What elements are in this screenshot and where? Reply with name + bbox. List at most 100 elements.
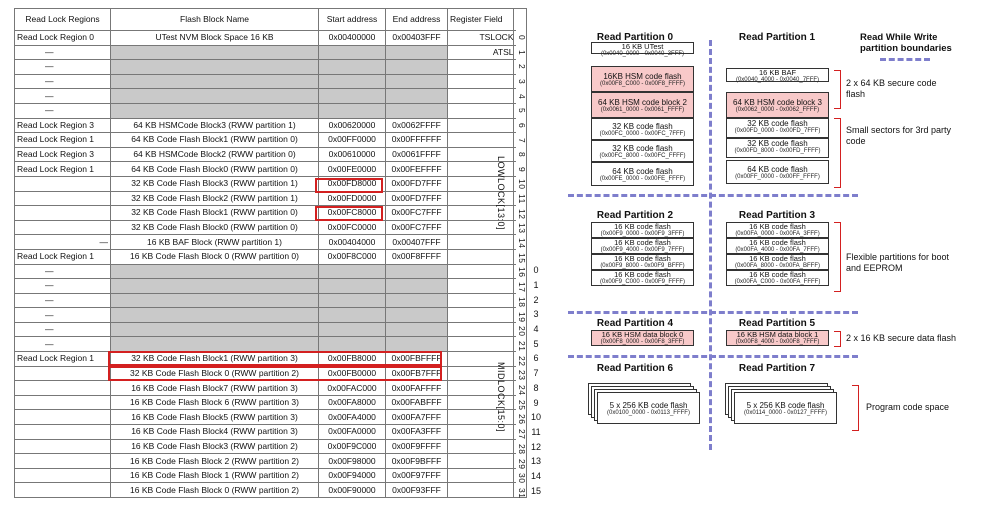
bit-number: 17: [517, 282, 527, 293]
bracket: [852, 385, 859, 431]
midlock-bit-number: 0: [533, 265, 539, 276]
flash-block-label: 16 KB HSM data block 1: [736, 330, 819, 339]
cell-start: 0x00400000: [318, 30, 386, 46]
table-row: —: [14, 307, 516, 323]
cell-field: ATSL: [447, 44, 516, 61]
flash-block: 32 KB code flash(0x00FC_8000 - 0x00FC_FF…: [591, 140, 694, 162]
cell-end: 0x00FC7FFF: [385, 205, 448, 221]
cell-field: TSLOCK: [447, 30, 516, 46]
note-program: Program code space: [866, 402, 950, 412]
highlight-box: [108, 351, 442, 366]
cell-region: —: [14, 44, 111, 61]
flash-block-address: (0x0040_0000 - 0x0040_3FFF): [600, 51, 685, 57]
bit-number: 7: [517, 137, 527, 143]
bit-number: 22: [517, 355, 527, 367]
flash-block-address: (0x00F8_C000 - 0x00F8_FFFF): [599, 81, 686, 87]
bit-number: 15: [517, 252, 527, 264]
cell-end: [385, 88, 448, 104]
cell-region: Read Lock Region 1: [14, 161, 111, 177]
cell-end: 0x00F8FFFF: [385, 248, 448, 265]
cell-end: [385, 292, 448, 309]
cell-region: —: [14, 321, 111, 338]
flash-block-address: (0x0100_0000 - 0x0113_FFFF): [607, 410, 690, 416]
cell-region: —: [14, 278, 111, 294]
cell-field: [447, 88, 516, 104]
flash-block-address: (0x00F9_8000 - 0x00F9_BFFF): [600, 263, 685, 269]
cell-name: 16 KB BAF Block (RWW partition 1): [110, 234, 319, 250]
highlight-box: [315, 178, 383, 193]
flash-block-address: (0x00FD_8000 - 0x00FD_FFFF): [734, 148, 821, 154]
cell-end: [385, 321, 448, 338]
midlock-bit-number: 13: [530, 456, 541, 467]
table-row: —: [14, 336, 516, 353]
legend-dash: [880, 58, 930, 61]
cell-end: [385, 73, 448, 90]
flash-block-address: (0x0062_0000 - 0x0062_FFFF): [735, 107, 820, 113]
cell-region: [14, 467, 111, 484]
flash-block: 5 x 256 KB code flash(0x0100_0000 - 0x01…: [597, 392, 700, 424]
cell-end: 0x00FAFFFF: [385, 380, 448, 396]
cell-region: [14, 438, 111, 455]
cell-name: 16 KB Code Flash Block3 (RWW partition 2…: [110, 438, 319, 455]
cell-name: [110, 59, 319, 75]
cell-region: —: [14, 59, 111, 75]
midlock-bit-number: 15: [530, 485, 541, 496]
cell-start: 0x00FF0000: [318, 132, 386, 148]
midlock-bit-number: 5: [533, 338, 539, 349]
table-row: 16 KB Code Flash Block4 (RWW partition 3…: [14, 424, 516, 440]
flash-block: 64 KB code flash(0x00FE_0000 - 0x00FE_FF…: [591, 162, 694, 186]
flash-block-label: 64 KB code flash: [612, 167, 673, 176]
flash-block-address: (0x00FC_8000 - 0x00FC_FFFF): [599, 153, 686, 159]
cell-region: [14, 409, 111, 426]
table-row: 32 KB Code Flash Block1 (RWW partition 0…: [14, 205, 516, 221]
flash-block-address: (0x00FA_C000 - 0x00FA_FFFF): [734, 279, 821, 285]
flash-block-address: (0x00F9_0000 - 0x00F9_3FFF): [600, 231, 685, 237]
note-secure-code: 2 x 64 KB secure code flash: [846, 78, 937, 99]
cell-field: [447, 59, 516, 75]
table-row: 16 KB Code Flash Block 1 (RWW partition …: [14, 467, 516, 484]
cell-region: Read Lock Region 1: [14, 351, 111, 367]
flash-block-address: (0x00FA_8000 - 0x00FA_BFFF): [734, 263, 821, 269]
table-row: 32 KB Code Flash Block0 (RWW partition 0…: [14, 219, 516, 236]
cell-end: 0x00FD7FFF: [385, 175, 448, 192]
cell-name: [110, 278, 319, 294]
flash-block-label: 5 x 256 KB code flash: [746, 401, 825, 410]
cell-region: [14, 424, 111, 440]
midlock-bit-number: 3: [533, 309, 539, 320]
flash-block: 16 KB code flash(0x00F9_C000 - 0x00F9_FF…: [591, 270, 694, 286]
cell-start: [318, 59, 386, 75]
flash-block: 64 KB HSM code block 2(0x0061_0000 - 0x0…: [591, 92, 694, 118]
flash-block: 16 KB BAF(0x0040_4000 - 0x0040_7FFF): [726, 68, 829, 83]
bit-number: 21: [517, 340, 527, 352]
cell-region: Read Lock Region 1: [14, 132, 111, 148]
cell-end: 0x00F97FFF: [385, 467, 448, 484]
midlock-bit-number: 12: [530, 441, 541, 452]
flash-block: 16 KB code flash(0x00FA_8000 - 0x00FA_BF…: [726, 254, 829, 270]
partition-title: Read Partition 0: [596, 32, 674, 43]
bit-number: 29: [517, 458, 527, 470]
cell-region: —: [14, 307, 111, 323]
table-row: —: [14, 278, 516, 294]
flash-block-address: (0x00FE_0000 - 0x00FE_FFFF): [599, 176, 686, 182]
cell-start: 0x00F94000: [318, 467, 386, 484]
cell-start: 0x00404000: [318, 234, 386, 250]
cell-name: [110, 102, 319, 119]
partition-title: Read Partition 3: [738, 210, 816, 221]
cell-name: 16 KB Code Flash Block 1 (RWW partition …: [110, 467, 319, 484]
cell-end: [385, 59, 448, 75]
cell-name: [110, 321, 319, 338]
flash-block-label: 64 KB HSM code block 2: [598, 98, 687, 107]
partition-title: Read Partition 2: [596, 210, 674, 221]
cell-region: Read Lock Region 3: [14, 146, 111, 163]
cell-name: 16 KB Code Flash Block4 (RWW partition 3…: [110, 424, 319, 440]
table-row: 16 KB Code Flash Block3 (RWW partition 2…: [14, 438, 516, 455]
partition-title: Read Partition 5: [738, 318, 816, 329]
cell-field: [447, 263, 516, 280]
column-header: Start address: [318, 8, 386, 31]
cell-start: 0x00610000: [318, 146, 386, 163]
table-row: — ATSL: [14, 44, 516, 61]
flash-block-address: (0x0114_0000 - 0x0127_FFFF): [744, 410, 827, 416]
